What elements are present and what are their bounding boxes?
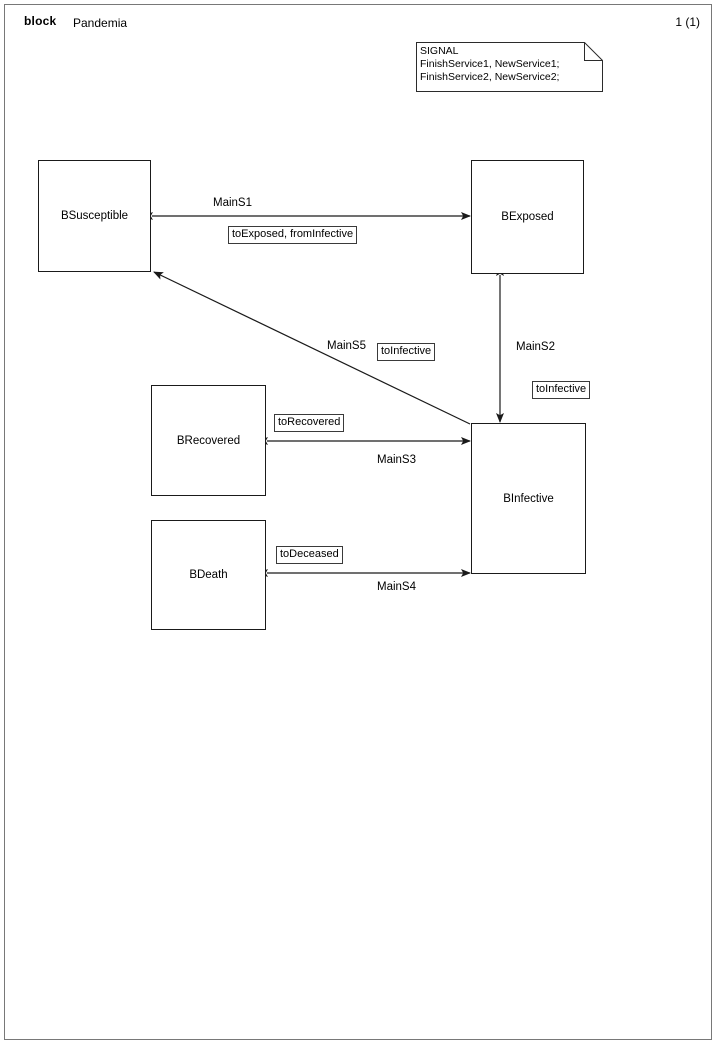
page-number: 1 (1): [675, 15, 700, 29]
channel-signals-mains2[interactable]: toInfective: [532, 381, 591, 399]
diagram-kind-label: block: [24, 14, 57, 28]
channel-signals-mains1[interactable]: toExposed, fromInfective: [228, 226, 358, 244]
channel-name-mains5: MainS5: [325, 340, 368, 352]
signal-declaration-note[interactable]: SIGNAL FinishService1, NewService1; Fini…: [416, 42, 603, 92]
channel-name-mains4: MainS4: [375, 581, 418, 593]
page-title: Pandemia: [73, 16, 128, 30]
note-shape-icon: [416, 42, 603, 92]
block-bexposed[interactable]: BExposed: [471, 160, 584, 274]
channel-name-mains3: MainS3: [375, 454, 418, 466]
block-binfective[interactable]: BInfective: [471, 423, 586, 574]
channel-name-mains2: MainS2: [514, 341, 557, 353]
channel-signals-mains5[interactable]: toInfective: [377, 343, 436, 361]
block-bsusceptible[interactable]: BSusceptible: [38, 160, 151, 272]
block-label: BDeath: [189, 569, 228, 581]
block-label: BRecovered: [176, 434, 241, 447]
channel-signals-mains3[interactable]: toRecovered: [274, 414, 345, 432]
block-label: BSusceptible: [60, 210, 129, 222]
channel-name-mains1: MainS1: [211, 197, 254, 209]
signal-note-text: SIGNAL FinishService1, NewService1; Fini…: [420, 45, 560, 83]
block-brecovered[interactable]: BRecovered: [151, 385, 266, 496]
block-label: BExposed: [501, 211, 554, 223]
block-bdeath[interactable]: BDeath: [151, 520, 266, 630]
channel-signals-mains4[interactable]: toDeceased: [276, 546, 343, 564]
block-label: BInfective: [503, 492, 554, 505]
